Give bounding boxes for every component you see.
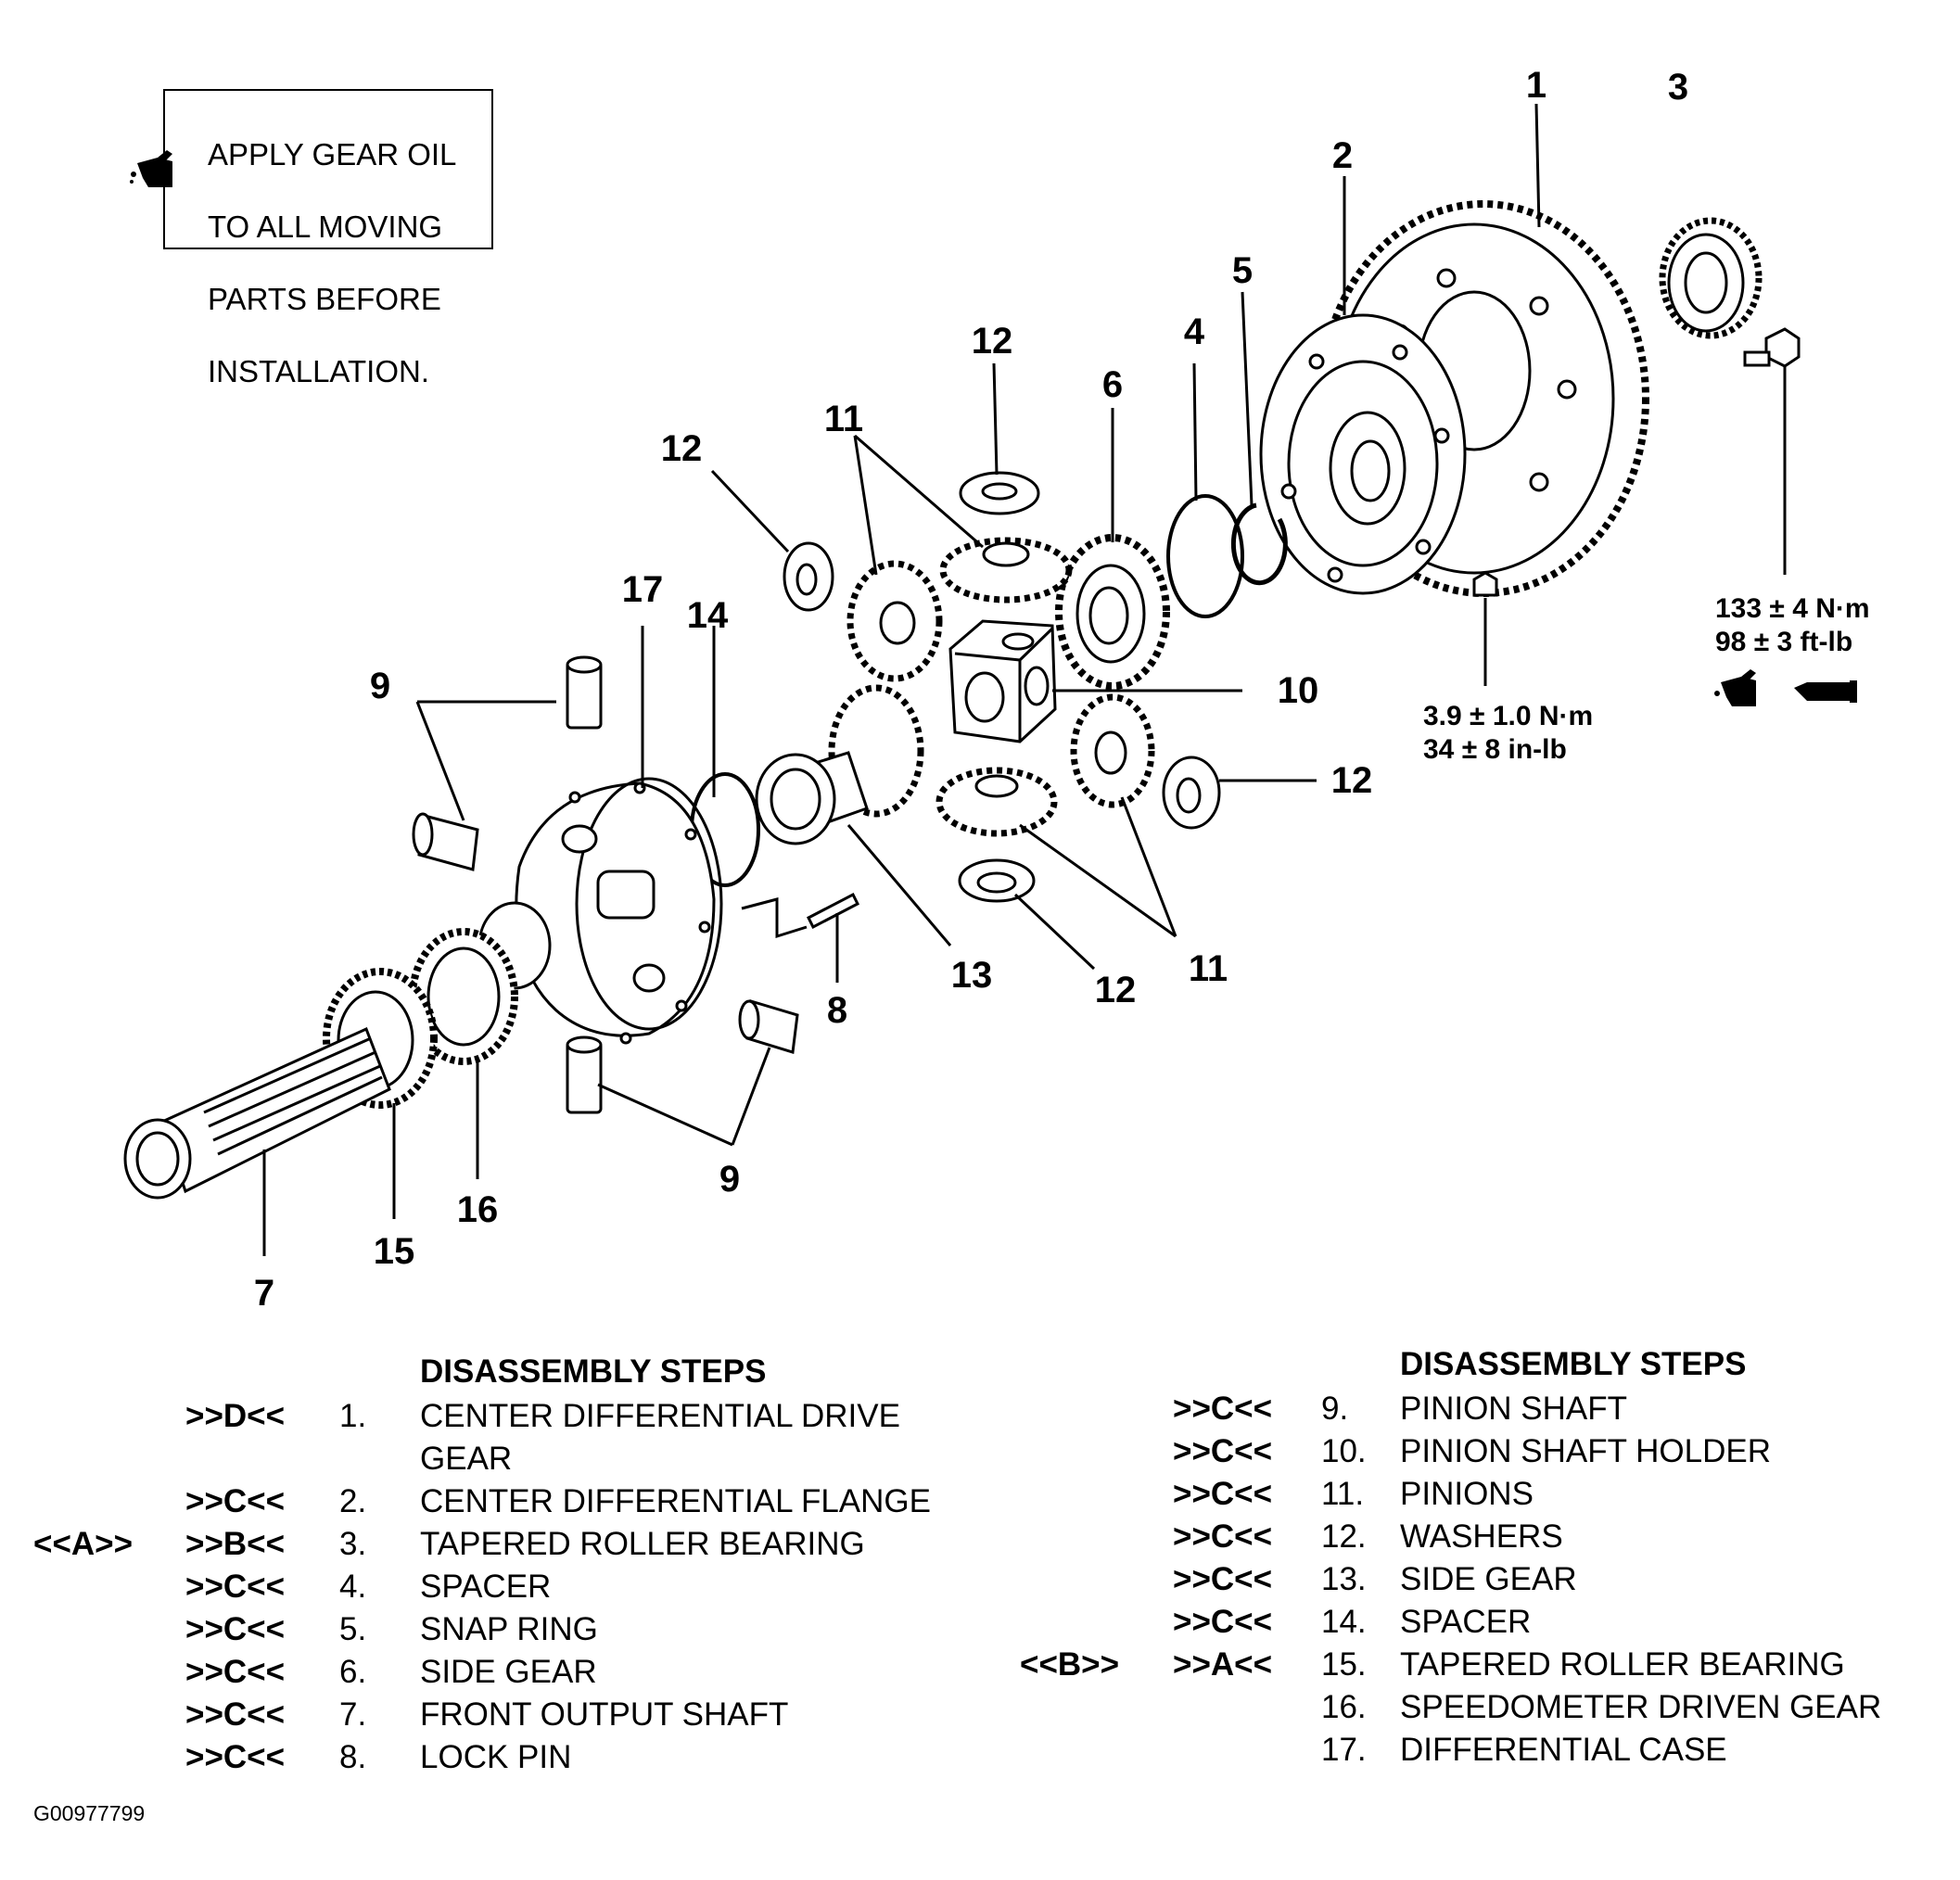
speedometer-driven-gear-16 (409, 928, 518, 1065)
callout-5: 5 (1232, 250, 1253, 291)
callout-17: 17 (622, 569, 664, 610)
callout-12-top: 12 (972, 321, 1013, 362)
gear-oil-note: APPLY GEAR OIL TO ALL MOVING PARTS BEFOR… (163, 89, 493, 388)
snap-ring-5 (1230, 502, 1288, 586)
callout-3: 3 (1668, 67, 1688, 108)
spacer-4 (1166, 494, 1244, 618)
side-gear-13 (755, 684, 924, 845)
figure-code: G00977799 (33, 1801, 146, 1825)
callout-7: 7 (254, 1273, 274, 1314)
pinion-shaft-9-top (566, 655, 603, 730)
callout-14: 14 (687, 595, 729, 636)
washer-12-right (1162, 756, 1221, 830)
steps-title-right: DISASSEMBLY STEPS (1400, 1346, 1747, 1382)
callout-10: 10 (1278, 670, 1319, 711)
oil-can-icon (1714, 669, 1756, 706)
callout-6: 6 (1102, 364, 1123, 405)
callout-2: 2 (1332, 135, 1353, 176)
pinion-shaft-9-bottom (566, 1035, 603, 1114)
callout-13: 13 (951, 955, 993, 996)
callout-9-top: 9 (370, 666, 390, 706)
washer-12-top (959, 471, 1040, 515)
gear-oil-note-text: APPLY GEAR OIL TO ALL MOVING PARTS BEFOR… (208, 137, 457, 388)
washer-12-left (783, 541, 834, 612)
pinion-shaft-9-left (412, 812, 479, 871)
tapered-roller-bearing-3 (1659, 217, 1763, 339)
callout-12-left: 12 (661, 428, 703, 469)
sealant-tube-icon (1794, 680, 1857, 703)
differential-case-17 (477, 777, 723, 1045)
pinion-11-left (846, 560, 943, 682)
screw-torque-inlb: 34 ± 8 in-lb (1423, 734, 1567, 765)
main-bolt-torque-nm: 133 ± 4 N·m (1715, 593, 1870, 624)
callout-16: 16 (457, 1189, 499, 1230)
exploded-view-diagram: 1 2 3 4 5 6 7 8 9 9 10 11 11 12 12 12 12… (123, 65, 1870, 1314)
side-gear-6 (1055, 534, 1170, 690)
oil-can-icon (130, 150, 172, 187)
screw-torque-nm: 3.9 ± 1.0 N·m (1423, 701, 1593, 731)
pinion-11-top (939, 537, 1073, 603)
leader-lines (262, 103, 1541, 1256)
main-bolt-torque-ftlb: 98 ± 3 ft-lb (1715, 627, 1852, 657)
callout-12-bottom: 12 (1095, 970, 1137, 1010)
pinion-shaft-holder-10 (948, 619, 1057, 743)
callout-15: 15 (374, 1231, 415, 1272)
lock-pin-8 (806, 892, 860, 930)
callout-11-bottom: 11 (1189, 948, 1228, 989)
callout-12-right: 12 (1331, 760, 1373, 801)
callout-9-bottom: 9 (719, 1159, 740, 1200)
washer-12-bottom (958, 858, 1036, 903)
flange-part (1259, 313, 1467, 595)
small-screw (1472, 571, 1498, 597)
front-output-shaft-7 (123, 1026, 391, 1200)
pinion-shaft-9-right (738, 999, 799, 1054)
callout-1: 1 (1526, 65, 1546, 106)
lock-pin-path-line (741, 897, 808, 939)
callout-numbers: 1 2 3 4 5 6 7 8 9 9 10 11 11 12 12 12 12… (254, 65, 1688, 1314)
flange-bolt (1743, 327, 1801, 368)
pinion-11-bottom (935, 767, 1058, 837)
callout-4: 4 (1184, 311, 1205, 352)
callout-11-top: 11 (824, 399, 863, 439)
callout-8: 8 (827, 990, 847, 1031)
steps-title-left: DISASSEMBLY STEPS (420, 1353, 767, 1390)
pinion-11-right (1070, 693, 1155, 808)
